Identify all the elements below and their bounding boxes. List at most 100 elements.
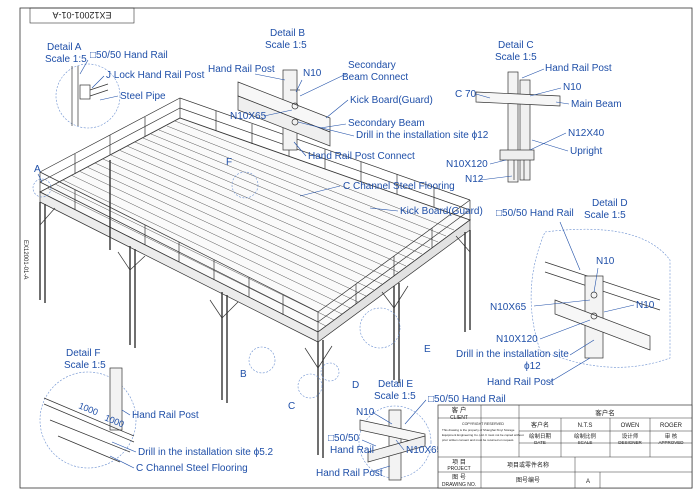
tb-revision: A [586, 479, 590, 485]
detail-c-title: Detail C [498, 40, 534, 51]
mezzanine-platform [32, 97, 471, 458]
label-n12: N12 [465, 174, 484, 185]
detail-f-scale: Scale 1:5 [64, 360, 106, 371]
callout-circle-e [359, 307, 401, 349]
label-kick-board-main: Kick Board(Guard) [400, 206, 483, 217]
label-secondary-beam: Secondary Beam [348, 118, 425, 129]
tb-client-cn: 客 户 [452, 405, 467, 414]
detail-a-scale: Scale 1:5 [45, 54, 87, 65]
marker-d: D [352, 380, 359, 391]
tb-scale-cn: 绘制比例 [574, 432, 597, 440]
detail-b-title: Detail B [270, 28, 305, 39]
detail-c-geometry [475, 71, 561, 183]
label-upright: Upright [570, 146, 602, 157]
callout-circle-c [297, 373, 323, 399]
tb-scale-value: N.T.S [578, 423, 593, 429]
label-n10-d1: N10 [596, 256, 615, 267]
detail-a-geometry [71, 66, 109, 126]
tb-drawing-no-cn: 图 号 [452, 474, 466, 481]
marker-f-main: F [226, 157, 232, 168]
callout-circle-a [32, 178, 52, 198]
label-n10x120-c: N10X120 [446, 159, 488, 170]
label-n10-b: N10 [303, 68, 322, 79]
detail-d-title: Detail D [592, 198, 628, 209]
callout-circle-f [231, 171, 259, 199]
label-j-lock-post: J Lock Hand Rail Post [106, 70, 205, 81]
label-n10x65-b: N10X65 [230, 111, 267, 122]
label-n10-c: N10 [563, 82, 582, 93]
detail-d-scale: Scale 1:5 [584, 210, 626, 221]
label-hand-rail-e2-1: □50/50 [328, 433, 360, 444]
label-kick-board-b: Kick Board(Guard) [350, 95, 433, 106]
tb-copyright-1: This drawing is the property of Shanghai… [442, 428, 515, 432]
tb-client-value: 客户名 [595, 408, 615, 417]
braces [39, 207, 471, 369]
marker-b: B [240, 369, 247, 380]
title-block: 客 户 CLIENT 客户名 COPYRIGHT RESERVED This d… [437, 404, 693, 489]
tb-name-cn: 客户名 [531, 421, 549, 429]
detail-f-circle [39, 371, 137, 469]
detail-e-geometry [359, 409, 426, 481]
drawing-number-text: EX12001-01-A [52, 10, 111, 20]
detail-e-title: Detail E [378, 379, 413, 390]
tb-designer-en: DESIGNER [618, 440, 642, 445]
drawing-number-box [29, 7, 135, 24]
label-hand-rail-post-d: Hand Rail Post [487, 377, 554, 388]
label-secondary-2: Beam Connect [342, 72, 408, 83]
tb-designer-value: OWEN [621, 423, 640, 429]
label-n10x65-e: N10X65 [406, 445, 443, 456]
detail-b: Detail B Scale 1:5 Hand Rail Post N10 Se… [208, 28, 489, 168]
sheet-frame [19, 7, 693, 489]
tb-client-en: CLIENT [450, 415, 468, 421]
flooring-planks [46, 120, 455, 327]
label-drill-d-1: Drill in the installation site [456, 349, 569, 360]
tb-date-cn: 绘制日期 [529, 432, 552, 440]
marker-e: E [424, 344, 431, 355]
label-n10x120-d: N10X120 [496, 334, 538, 345]
tb-copyright-title: COPYRIGHT RESERVED [462, 422, 504, 426]
tb-copyright-2: Equipment Engineering Co.,Ltd. It must n… [442, 433, 524, 437]
tb-drawing-no-value: 图号编号 [516, 476, 540, 484]
detail-c-scale: Scale 1:5 [495, 52, 537, 63]
detail-e-scale: Scale 1:5 [374, 391, 416, 402]
marker-a: A [34, 164, 41, 175]
detail-d-geometry [544, 261, 661, 359]
dim-1000-a: 1000 [77, 401, 99, 418]
detail-a-title: Detail A [47, 42, 82, 53]
tb-project-value: 项目或零件名称 [507, 461, 549, 469]
label-main-beam: Main Beam [571, 99, 622, 110]
tb-scale-en: SCALE [578, 440, 593, 445]
tb-project-en: PROJECT [447, 466, 470, 472]
detail-a-circle [55, 63, 121, 129]
detail-b-geometry [237, 69, 331, 151]
label-c-channel-f: C Channel Steel Flooring [136, 463, 248, 474]
label-hand-rail-post-c: Hand Rail Post [545, 63, 612, 74]
callout-circle-d [320, 362, 340, 382]
tb-copyright-3: prior written consent and must be return… [442, 438, 514, 442]
marker-c: C [288, 401, 295, 412]
tb-project-cn: 项 目 [452, 459, 466, 466]
label-hand-rail-post-connect: Hand Rail Post Connect [308, 151, 415, 162]
callout-circle-b [248, 346, 276, 374]
tb-approved-cn: 审 核 [665, 432, 678, 440]
label-hand-rail-e2-2: Hand Rail [330, 445, 374, 456]
label-steel-pipe: Steel Pipe [120, 91, 166, 102]
detail-f-geometry [43, 367, 135, 463]
tb-approved-en: APPROVED [658, 440, 684, 445]
label-drill-d-2: ϕ12 [524, 361, 541, 372]
label-c70: C 70 [455, 89, 477, 100]
label-drill-12-b: Drill in the installation site ϕ12 [356, 130, 489, 141]
label-c-channel-main: C Channel Steel Flooring [343, 181, 455, 192]
label-hand-rail-a: □50/50 Hand Rail [90, 50, 168, 61]
detail-e: Detail E Scale 1:5 □50/50 Hand Rail N10 … [316, 379, 506, 481]
detail-f-title: Detail F [66, 348, 100, 359]
label-hand-rail-post-e: Hand Rail Post [316, 468, 383, 479]
handrails [39, 97, 471, 332]
detail-d-region [530, 228, 671, 368]
tb-date-en: DATE [534, 440, 546, 445]
label-hand-rail-post-b: Hand Rail Post [208, 64, 275, 75]
tb-approved-value: ROGER [660, 423, 683, 429]
label-drill-52: Drill in the installation site ϕ5.2 [138, 447, 274, 458]
tb-designer-cn: 设计师 [622, 432, 639, 440]
